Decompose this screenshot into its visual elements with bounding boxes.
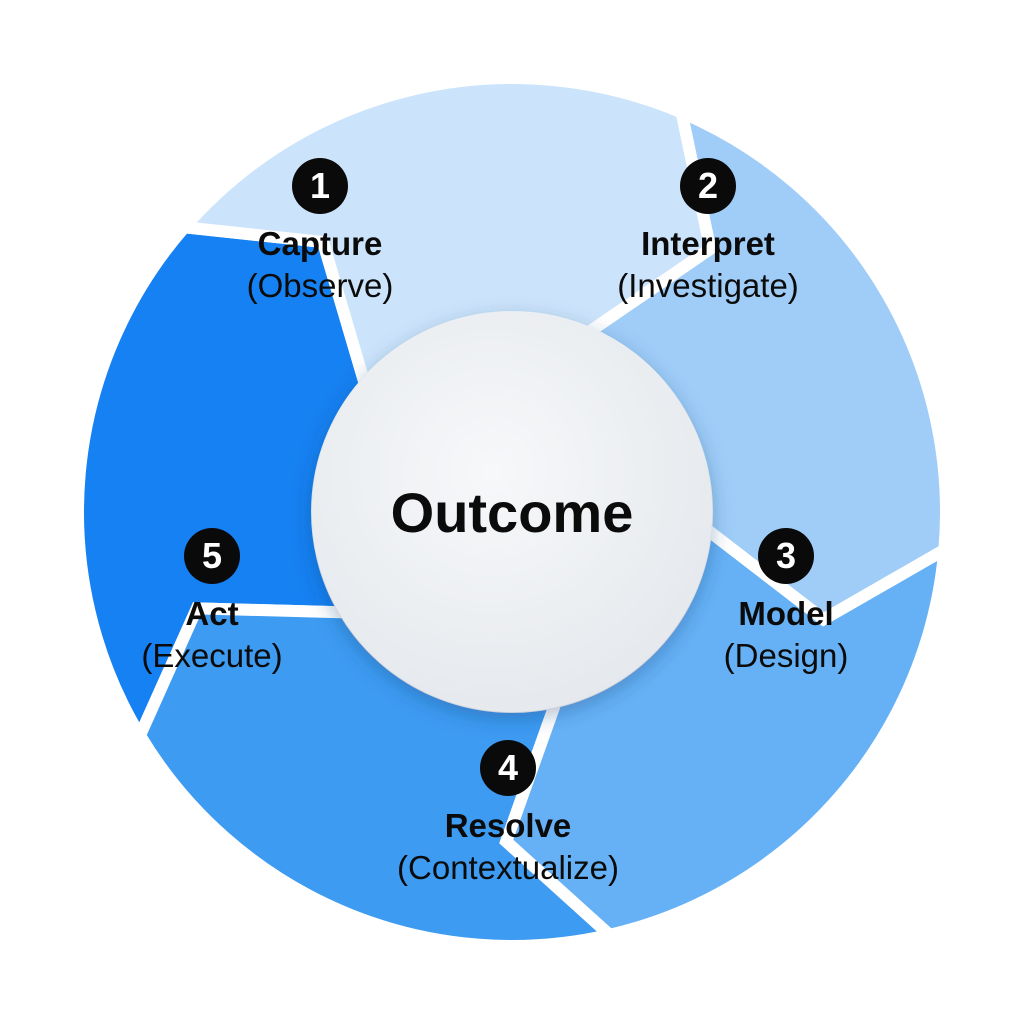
step-4-title: Resolve: [444, 807, 572, 844]
step-1-title: Capture: [257, 225, 383, 262]
step-3-subtitle: (Design): [723, 637, 849, 674]
step-5: 5 Act (Execute): [62, 528, 362, 678]
step-3: 3 Model (Design): [636, 528, 936, 678]
step-4-number-badge: 4: [480, 740, 536, 796]
step-4-subtitle: (Contextualize): [397, 849, 619, 886]
center-label: Outcome: [390, 480, 634, 544]
step-5-title: Act: [185, 595, 239, 632]
step-5-subtitle: (Execute): [141, 637, 283, 674]
step-4: 4 Resolve (Contextualize): [358, 740, 658, 890]
step-3-title: Model: [738, 595, 834, 632]
step-1-number-badge: 1: [292, 158, 348, 214]
step-1: 1 Capture (Observe): [170, 158, 470, 308]
step-2-number-badge: 2: [680, 158, 736, 214]
step-2: 2 Interpret (Investigate): [558, 158, 858, 308]
cycle-segments: [72, 72, 952, 952]
center-circle: [312, 312, 712, 712]
step-2-title: Interpret: [641, 225, 775, 262]
step-3-number-badge: 3: [758, 528, 814, 584]
step-5-number-badge: 5: [184, 528, 240, 584]
step-2-subtitle: (Investigate): [617, 267, 799, 304]
step-1-subtitle: (Observe): [246, 267, 394, 304]
